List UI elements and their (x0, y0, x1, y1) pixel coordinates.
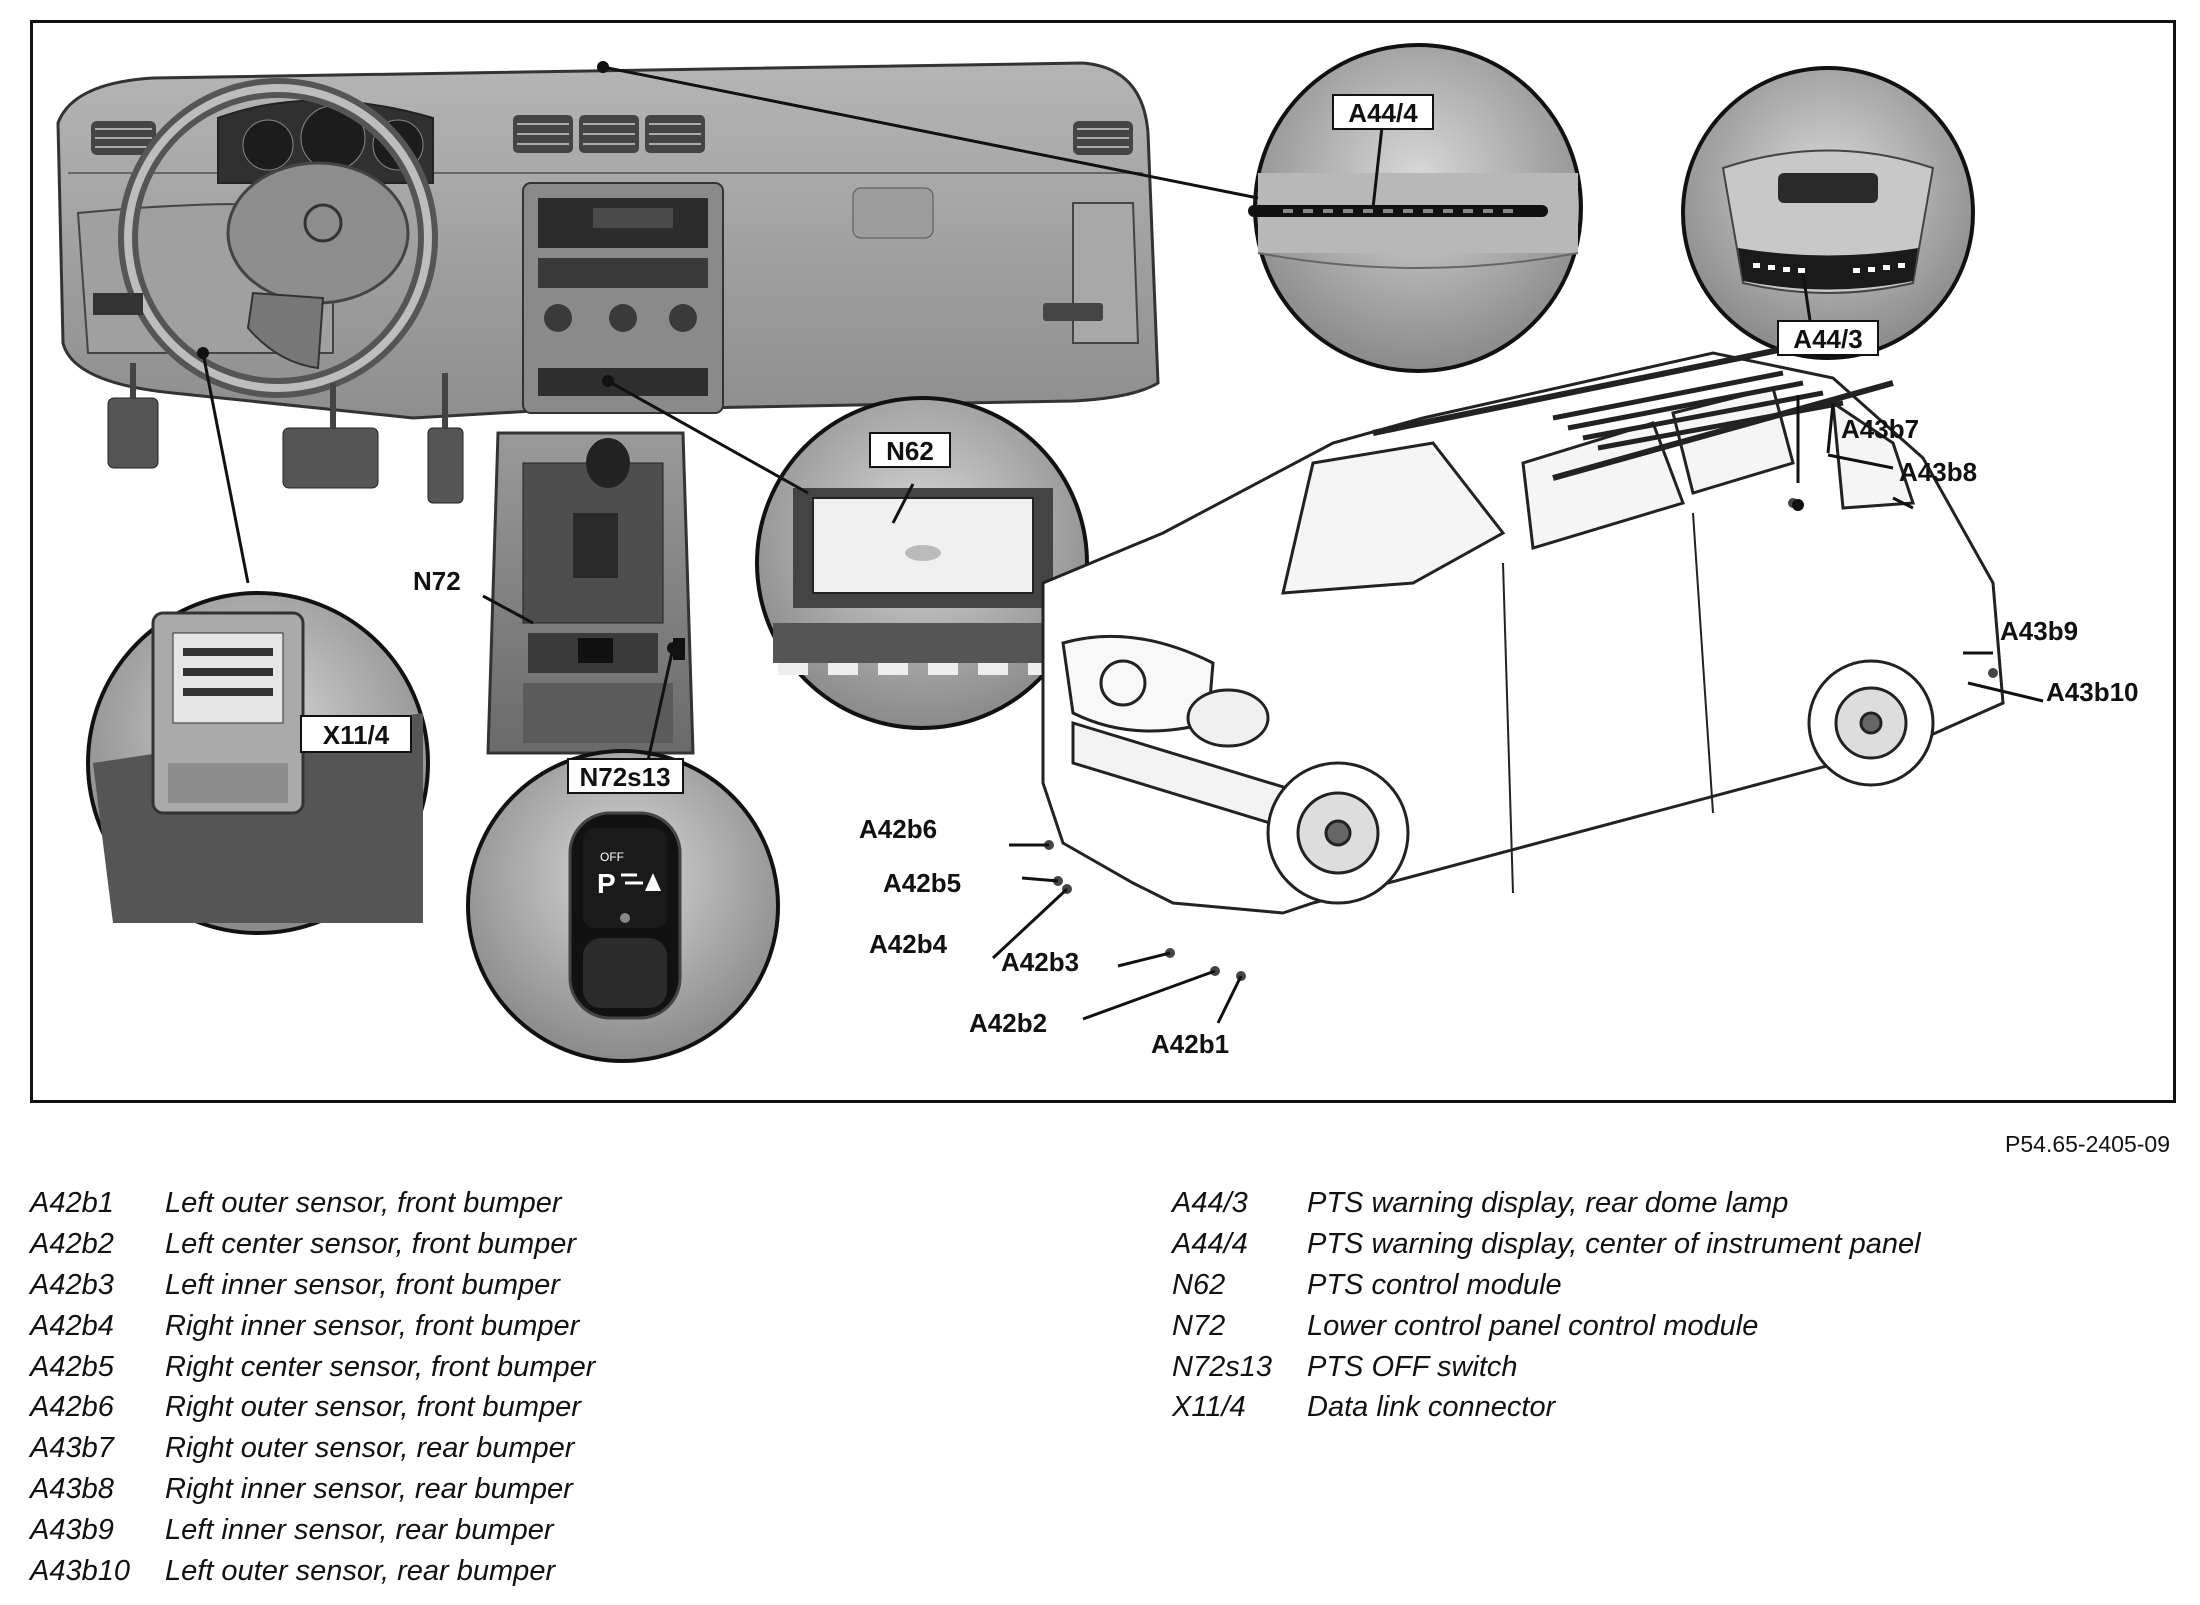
legend-desc: Left outer sensor, rear bumper (165, 1555, 556, 1588)
callout-x11-4: X11/4 (323, 720, 390, 750)
legend-desc: Right outer sensor, rear bumper (165, 1432, 575, 1465)
legend-item: A42b4 Right inner sensor, front bumper (30, 1306, 595, 1347)
legend-item: N62 PTS control module (1172, 1265, 1921, 1306)
callout-a42b3: A42b3 (1001, 947, 1079, 977)
callout-a44-4: A44/4 (1348, 98, 1418, 128)
legend-code: A43b9 (30, 1514, 114, 1547)
legend-desc: PTS warning display, center of instrumen… (1307, 1227, 1921, 1260)
callout-a42b1: A42b1 (1151, 1029, 1229, 1059)
legend-desc: Left inner sensor, rear bumper (165, 1514, 554, 1547)
callout-n72: N72 (413, 566, 461, 596)
switch-off-label: OFF (600, 850, 624, 864)
legend-item: A44/4 PTS warning display, center of inst… (1172, 1224, 1921, 1265)
legend-desc: Left outer sensor, front bumper (165, 1187, 562, 1219)
a44-3-zoom-circle (1681, 66, 1975, 360)
a44-4-callout-box (1332, 94, 1434, 130)
callout-a43b9: A43b9 (2000, 616, 2078, 646)
legend-code: N62 (1172, 1268, 1226, 1301)
legend-code: A43b8 (30, 1473, 114, 1506)
n72s13-callout-box (567, 758, 684, 794)
legend-left-column: A42b1 Left outer sensor, front bumper A42… (30, 1183, 595, 1592)
legend-code: A43b10 (30, 1555, 130, 1588)
legend-code: X11/4 (1172, 1391, 1246, 1424)
callout-n72s13: N72s13 (579, 762, 670, 792)
legend-item: N72s13 PTS OFF switch (1172, 1347, 1921, 1388)
pts-component-diagram: OFF P (56, 43, 2139, 1063)
legend-item: A43b9 Left inner sensor, rear bumper (30, 1510, 595, 1551)
legend-desc: PTS warning display, rear dome lamp (1307, 1187, 1789, 1219)
legend-desc: Left center sensor, front bumper (165, 1227, 577, 1260)
switch-p-label: P (597, 868, 616, 899)
legend-code: N72 (1172, 1309, 1226, 1342)
x11-4-zoom-circle (86, 591, 430, 935)
legend-item: X11/4 Data link connector (1172, 1387, 1921, 1428)
legend-item: A43b10 Left outer sensor, rear bumper (30, 1551, 595, 1592)
callout-a42b4: A42b4 (869, 929, 948, 959)
legend-code: A42b6 (30, 1391, 114, 1424)
legend-code: A43b7 (30, 1432, 114, 1465)
legend-desc: PTS OFF switch (1307, 1350, 1518, 1383)
legend-desc: Right inner sensor, front bumper (165, 1309, 580, 1342)
dashboard-illustration (56, 61, 1160, 504)
legend-item: A43b8 Right inner sensor, rear bumper (30, 1469, 595, 1510)
legend-item: A43b7 Right outer sensor, rear bumper (30, 1428, 595, 1469)
callout-a43b7: A43b7 (1841, 414, 1919, 444)
callout-a43b8: A43b8 (1899, 457, 1977, 487)
legend-right-column: A44/3 PTS warning display, rear dome lamp… (1172, 1183, 1921, 1428)
center-console-illustration (486, 431, 695, 755)
legend-code: N72s13 (1172, 1350, 1272, 1383)
legend-item: A42b6 Right outer sensor, front bumper (30, 1387, 595, 1428)
a44-4-zoom-circle (1248, 43, 1583, 373)
legend-code: A42b5 (30, 1350, 114, 1383)
x11-4-callout-box (300, 715, 412, 753)
callout-a43b10: A43b10 (2046, 677, 2139, 707)
legend-desc: Left inner sensor, front bumper (165, 1268, 560, 1301)
callout-a42b2: A42b2 (969, 1008, 1047, 1038)
legend-item: A42b2 Left center sensor, front bumper (30, 1224, 595, 1265)
legend-desc: PTS control module (1307, 1268, 1562, 1301)
figure-code: P54.65-2405-09 (2005, 1131, 2170, 1157)
callout-a44-3: A44/3 (1793, 324, 1862, 354)
legend-desc: Data link connector (1307, 1391, 1556, 1424)
n62-zoom-circle (755, 396, 1089, 730)
legend-code: A44/3 (1172, 1187, 1248, 1219)
legend-item: A42b3 Left inner sensor, front bumper (30, 1265, 595, 1306)
legend-code: A42b4 (30, 1309, 114, 1342)
legend-desc: Lower control panel control module (1307, 1309, 1759, 1342)
suv-illustration (1041, 340, 2005, 981)
diagram-frame: OFF P (30, 20, 2176, 1103)
legend-code: A42b3 (30, 1268, 114, 1301)
legend-code: A44/4 (1172, 1227, 1248, 1260)
legend-desc: Right center sensor, front bumper (165, 1350, 596, 1383)
legend-code: A42b1 (30, 1187, 114, 1219)
legend-item: N72 Lower control panel control module (1172, 1306, 1921, 1347)
legend-item: A44/3 PTS warning display, rear dome lamp (1172, 1183, 1921, 1224)
a44-3-callout-box (1777, 320, 1879, 356)
n62-callout-box (869, 432, 951, 468)
legend-code: A42b2 (30, 1227, 114, 1260)
legend-item: A42b1 Left outer sensor, front bumper (30, 1183, 595, 1224)
legend-item: A42b5 Right center sensor, front bumper (30, 1347, 595, 1388)
callout-a42b5: A42b5 (883, 868, 961, 898)
legend-desc: Right outer sensor, front bumper (165, 1391, 581, 1424)
n72s13-zoom-circle: OFF P (466, 749, 780, 1063)
callout-a42b6: A42b6 (859, 814, 937, 844)
callout-n62: N62 (886, 436, 934, 466)
legend-desc: Right inner sensor, rear bumper (165, 1473, 573, 1506)
